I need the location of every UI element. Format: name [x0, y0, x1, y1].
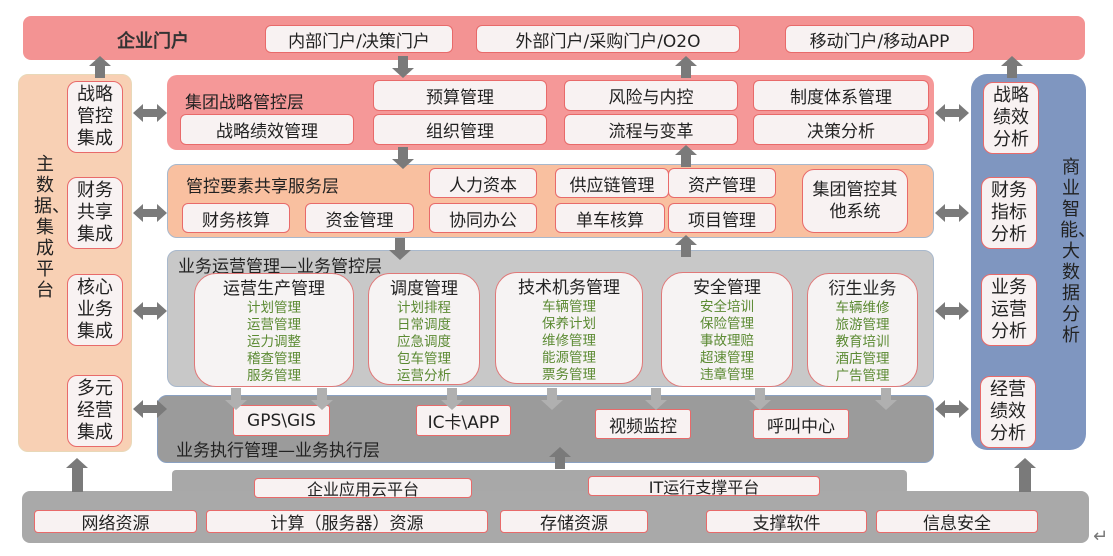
module-derivative-business[interactable]: 衍生业务 车辆维修 旅游管理 教育培训 酒店管理 广告管理	[807, 273, 918, 387]
left-item-core-business[interactable]: 核心业务集成	[67, 274, 123, 346]
module-subitem: 运力调整	[247, 334, 301, 350]
exec-call-center[interactable]: 呼叫中心	[753, 409, 849, 439]
infra-storage-resources[interactable]: 存储资源	[500, 510, 648, 534]
arrow-strategy-right	[935, 104, 969, 122]
exec-gps-gis[interactable]: GPS\GIS	[233, 405, 330, 436]
budget-mgmt[interactable]: 预算管理	[373, 80, 547, 111]
module-subitem: 酒店管理	[835, 351, 890, 367]
group-control-other-systems[interactable]: 集团管控其他系统	[802, 169, 908, 233]
module-subitem: 计划管理	[247, 300, 301, 316]
strategy-layer-title: 集团战略管控层	[185, 93, 304, 113]
infra-support-software[interactable]: 支撑软件	[706, 510, 867, 534]
fund-mgmt[interactable]: 资金管理	[305, 203, 414, 233]
arrow-infra-to-left-column	[66, 458, 88, 480]
module-subitem: 广告管理	[835, 368, 890, 384]
execution-layer-title: 业务执行管理—业务执行层	[176, 441, 380, 461]
module-subitem: 运营分析	[397, 368, 451, 384]
module-subitem: 能源管理	[542, 350, 596, 366]
module-subitem: 保养计划	[542, 316, 596, 332]
module-subitem: 旅游管理	[835, 317, 890, 333]
arrow-shared-right	[935, 204, 969, 222]
organization-mgmt[interactable]: 组织管理	[373, 114, 547, 145]
exec-video-monitoring[interactable]: 视频监控	[595, 409, 691, 439]
portal-title: 企业门户	[117, 31, 189, 52]
arrow-shaft	[1019, 468, 1031, 492]
it-operations-support-platform[interactable]: IT运行支撑平台	[588, 476, 820, 497]
arrow-left-shared	[133, 204, 167, 222]
asset-mgmt[interactable]: 资产管理	[668, 168, 776, 198]
module-subitem: 车辆维修	[835, 300, 890, 316]
finance-accounting[interactable]: 财务核算	[182, 203, 290, 233]
module-subitem: 计划排程	[397, 300, 451, 316]
arrow-left-strategy	[133, 104, 167, 122]
module-subitem: 应急调度	[397, 334, 451, 350]
enterprise-app-cloud-platform[interactable]: 企业应用云平台	[254, 478, 472, 499]
module-subitem: 票务管理	[542, 367, 596, 383]
arrow-shaft	[72, 468, 83, 492]
module-subitem: 超速管理	[700, 350, 754, 366]
right-item-business-operations[interactable]: 业务运营分析	[981, 274, 1037, 346]
arrow-operations-right	[935, 302, 969, 320]
system-framework-mgmt[interactable]: 制度体系管理	[753, 80, 929, 111]
paragraph-mark: ↵	[1093, 526, 1109, 547]
left-item-finance-shared[interactable]: 财务共享集成	[67, 177, 123, 249]
module-subitem: 安全培训	[700, 299, 754, 315]
left-item-strategy-control[interactable]: 战略管控集成	[67, 81, 123, 153]
module-subitem: 违章管理	[700, 367, 754, 383]
module-subitem: 教育培训	[835, 334, 890, 350]
right-item-finance-indicators[interactable]: 财务指标分析	[981, 177, 1037, 249]
risk-internal-control[interactable]: 风险与内控	[564, 80, 738, 111]
right-item-strategy-performance[interactable]: 战略绩效分析	[983, 82, 1039, 154]
arrow-execution-right	[935, 400, 969, 418]
shared-layer-title: 管控要素共享服务层	[186, 177, 339, 197]
exec-ic-card-app[interactable]: IC卡\APP	[416, 405, 511, 436]
project-mgmt[interactable]: 项目管理	[668, 203, 776, 233]
module-subitem: 维修管理	[542, 333, 596, 349]
infra-compute-resources[interactable]: 计算（服务器）资源	[206, 510, 488, 534]
module-subitem: 运营管理	[247, 317, 301, 333]
module-subitem: 车辆管理	[542, 299, 596, 315]
module-subitem: 包车管理	[397, 351, 451, 367]
right-column-title: 商业智能、大数据分析	[1060, 157, 1096, 346]
operations-layer-title: 业务运营管理—业务管控层	[178, 257, 382, 277]
arrow-infra-to-right-column	[1014, 458, 1036, 480]
right-item-operating-performance[interactable]: 经营绩效分析	[980, 376, 1036, 448]
module-technical-maintenance[interactable]: 技术机务管理 车辆管理 保养计划 维修管理 能源管理 票务管理	[495, 272, 643, 384]
module-subitem: 稽查管理	[247, 351, 301, 367]
portal-mobile-app[interactable]: 移动门户/移动APP	[785, 25, 974, 53]
decision-analysis[interactable]: 决策分析	[753, 114, 929, 145]
module-dispatch[interactable]: 调度管理 计划排程 日常调度 应急调度 包车管理 运营分析	[368, 273, 480, 385]
module-subitem: 日常调度	[397, 317, 451, 333]
module-safety[interactable]: 安全管理 安全培训 保险管理 事故理赔 超速管理 违章管理	[661, 272, 793, 387]
infra-information-security[interactable]: 信息安全	[876, 510, 1038, 534]
portal-internal-decision[interactable]: 内部门户/决策门户	[265, 25, 453, 53]
arrow-left-operations	[133, 302, 167, 320]
portal-external-procurement[interactable]: 外部门户/采购门户/O2O	[476, 25, 740, 53]
module-subitem: 保险管理	[700, 316, 754, 332]
strategy-performance-mgmt[interactable]: 战略绩效管理	[180, 114, 354, 145]
process-change[interactable]: 流程与变革	[564, 114, 738, 145]
vehicle-accounting[interactable]: 单车核算	[555, 203, 665, 233]
human-capital[interactable]: 人力资本	[429, 168, 537, 198]
module-operations-production[interactable]: 运营生产管理 计划管理 运营管理 运力调整 稽查管理 服务管理	[194, 273, 354, 387]
infra-network-resources[interactable]: 网络资源	[34, 510, 197, 534]
left-item-diversified-operations[interactable]: 多元经营集成	[67, 375, 123, 447]
module-subitem: 服务管理	[247, 368, 301, 384]
supply-chain-mgmt[interactable]: 供应链管理	[555, 168, 669, 198]
left-column-title: 主数据、集成平台	[34, 154, 70, 301]
collaborative-office[interactable]: 协同办公	[429, 203, 537, 233]
module-subitem: 事故理赔	[700, 333, 754, 349]
